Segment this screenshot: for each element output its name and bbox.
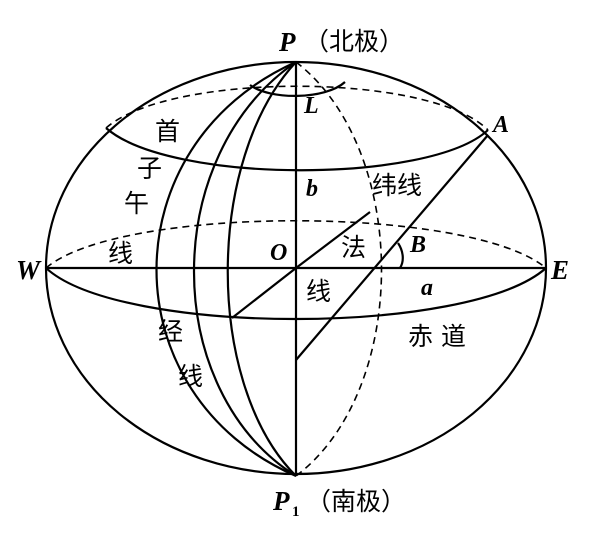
segment-b-label: b [306, 176, 318, 202]
prime-meridian-char-4: 线 [108, 239, 133, 268]
meridian-arc-3 [226, 61, 297, 477]
north-pole-label: P [278, 27, 296, 57]
meridian-char-1: 经 [158, 317, 183, 346]
south-pole-subscript: 1 [292, 504, 300, 520]
angle-b-arc [397, 242, 404, 269]
parallel-front [105, 127, 489, 172]
radius-upper [295, 211, 371, 269]
point-l-label: L [303, 93, 319, 119]
point-b-label: B [409, 232, 426, 258]
point-a-label: A [491, 112, 509, 138]
prime-meridian-char-1: 首 [155, 117, 180, 146]
segment-a-label: a [421, 275, 433, 301]
meridian-char-2: 线 [178, 362, 203, 391]
prime-meridian-char-3: 午 [124, 189, 149, 218]
meridian-arc-2 [192, 61, 297, 477]
prime-meridian-arc [155, 60, 297, 478]
west-label: W [16, 255, 42, 285]
center-label: O [270, 240, 287, 266]
south-pole-note: （南极） [306, 487, 406, 516]
normal-char-2: 线 [306, 277, 331, 306]
south-pole-label: P [272, 486, 290, 516]
north-pole-note: （北极） [304, 27, 404, 56]
equator-label: 赤 道 [408, 322, 466, 351]
parallel-back [105, 85, 489, 131]
radius-line [231, 267, 297, 319]
parallel-label: 纬线 [372, 171, 422, 200]
normal-char-1: 法 [341, 233, 366, 262]
east-label: E [550, 255, 569, 285]
pole-angle-arc [249, 81, 346, 97]
normal-line [295, 134, 489, 361]
prime-meridian-char-2: 子 [137, 154, 162, 183]
meridian-through-a [295, 61, 383, 477]
